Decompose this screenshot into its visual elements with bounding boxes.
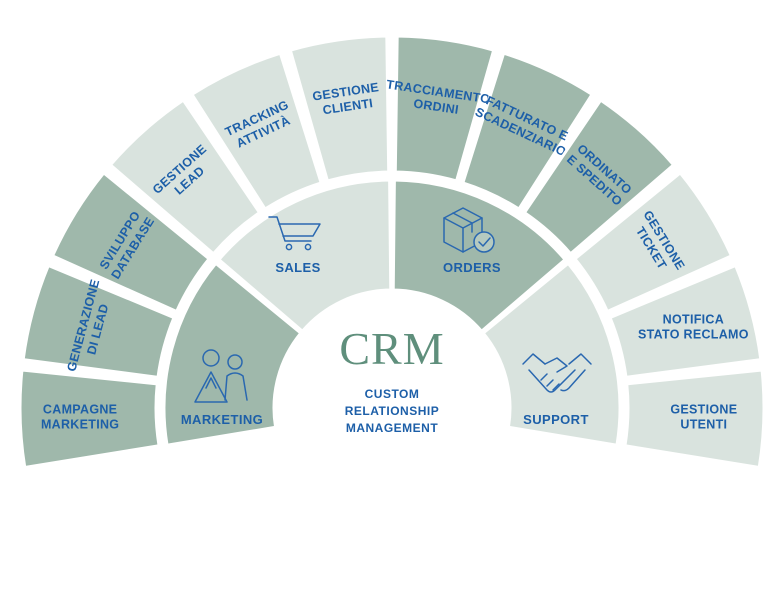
- outer-segment-label-line: UTENTI: [680, 418, 727, 432]
- category-segment: [391, 178, 568, 334]
- center-subtitle-line-1: CUSTOM: [365, 387, 420, 401]
- category-label: SUPPORT: [523, 412, 589, 427]
- outer-segment-label-line: NOTIFICA: [663, 313, 724, 327]
- inner-ring: MARKETING SALES ORDERS SUPPORT: [162, 178, 622, 522]
- outer-segment: [50, 170, 212, 314]
- outer-segment-label-line: STATO RECLAMO: [638, 328, 749, 342]
- handshake-icon: [522, 353, 592, 393]
- outer-segment: [572, 170, 734, 314]
- center-subtitle-line-2: RELATIONSHIP: [345, 404, 439, 418]
- outer-segment: [18, 368, 161, 470]
- category-segment: [162, 261, 303, 447]
- category-label: ORDERS: [443, 260, 501, 275]
- shopping-cart-icon: [268, 216, 321, 251]
- center-hub: CRM CUSTOM RELATIONSHIP MANAGEMENT: [339, 323, 444, 435]
- outer-segment-label-line: GESTIONE: [670, 403, 737, 417]
- people-icon: [194, 349, 248, 403]
- outer-segment: [108, 97, 262, 256]
- outer-segment: [623, 368, 766, 470]
- center-title: CRM: [339, 323, 444, 374]
- category-label: SALES: [275, 260, 320, 275]
- outer-segment: [21, 263, 176, 380]
- outer-segment-label-line: ORDINI: [413, 96, 460, 116]
- outer-segment: [608, 263, 763, 380]
- outer-segment: [460, 51, 595, 212]
- outer-segment: [288, 34, 391, 183]
- category-segment: [481, 261, 622, 447]
- outer-segment-label-line: CAMPAGNE: [43, 403, 117, 417]
- outer-segment: [189, 51, 324, 212]
- category-segment: [216, 178, 393, 334]
- outer-segment-label-line: MARKETING: [41, 418, 119, 432]
- category-label: MARKETING: [181, 412, 263, 427]
- center-subtitle-line-3: MANAGEMENT: [346, 421, 438, 435]
- package-check-icon: [443, 207, 495, 253]
- outer-segment: [522, 97, 676, 256]
- outer-segment: [393, 34, 496, 183]
- center-hub-circle: [278, 294, 506, 522]
